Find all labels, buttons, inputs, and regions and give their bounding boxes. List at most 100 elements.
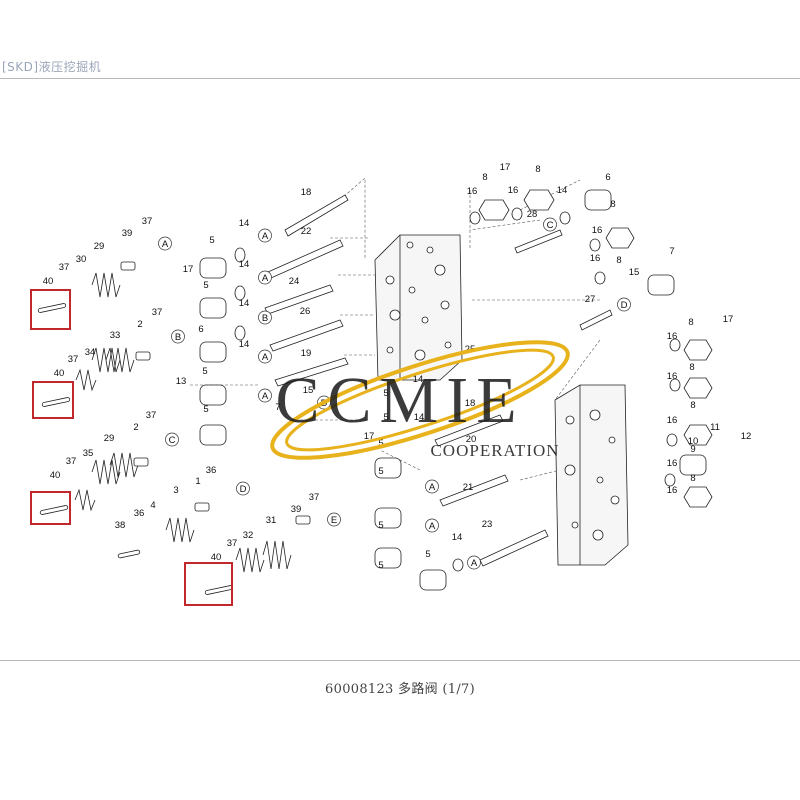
part-number-callout: 14 xyxy=(413,374,424,385)
bottom-rule xyxy=(0,660,800,661)
part-number-callout: 5 xyxy=(203,404,208,415)
section-callout: C xyxy=(547,220,554,231)
section-callout: C xyxy=(169,435,176,446)
highlight-box-part-40-d xyxy=(184,562,233,606)
part-number-callout: 16 xyxy=(667,371,678,382)
callout-circle xyxy=(258,310,272,325)
part-number-callout: 8 xyxy=(689,362,694,373)
part-number-callout: 7 xyxy=(275,402,280,413)
section-callout: A xyxy=(162,239,169,250)
section-callout: A xyxy=(471,558,478,569)
part-number-callout: 34 xyxy=(85,347,96,358)
part-number-callout: 17 xyxy=(183,264,194,275)
highlight-box-part-40-a xyxy=(30,289,71,330)
part-number-callout: 8 xyxy=(616,255,621,266)
section-callout: E xyxy=(331,515,337,526)
part-number-callout: 5 xyxy=(378,438,383,449)
part-number-callout: 30 xyxy=(76,254,87,265)
callout-circle xyxy=(158,236,172,251)
part-number-callout: 15 xyxy=(303,385,314,396)
part-number-callout: 17 xyxy=(500,162,511,173)
part-number-callout: 40 xyxy=(54,368,65,379)
part-number-callout: 23 xyxy=(482,519,493,530)
section-callout: D xyxy=(240,484,247,495)
part-number-callout: 18 xyxy=(301,187,312,198)
part-number-callout: 28 xyxy=(527,209,538,220)
part-number-callout: 14 xyxy=(557,185,568,196)
part-number-callout: 7 xyxy=(669,246,674,257)
part-number-callout: 32 xyxy=(243,530,254,541)
part-number-callout: 40 xyxy=(50,470,61,481)
part-number-callout: 12 xyxy=(741,431,752,442)
part-number-callout: 31 xyxy=(266,515,277,526)
part-number-callout: 8 xyxy=(610,199,615,210)
part-number-callout: 33 xyxy=(110,330,121,341)
diagram-caption: 60008123 多路阀 (1/7) xyxy=(325,682,475,697)
part-number-callout: 14 xyxy=(239,218,250,229)
part-number-callout: 22 xyxy=(301,226,312,237)
callout-circle xyxy=(425,518,439,533)
part-number-callout: 5 xyxy=(209,235,214,246)
part-number-callout: 8 xyxy=(690,473,695,484)
part-number-callout: 6 xyxy=(605,172,610,183)
part-number-callout: 39 xyxy=(291,504,302,515)
part-number-callout: 18 xyxy=(465,398,476,409)
part-number-callout: 40 xyxy=(211,552,222,563)
section-callout: A xyxy=(262,273,269,284)
part-number-callout: 9 xyxy=(690,444,695,455)
part-number-callout: 29 xyxy=(94,241,105,252)
part-number-callout: 8 xyxy=(482,172,487,183)
part-number-callout: 5 xyxy=(378,520,383,531)
callout-circle xyxy=(467,555,481,570)
watermark-main-text: CCMIE xyxy=(275,364,524,437)
part-number-callout: 16 xyxy=(590,253,601,264)
section-callout: B xyxy=(262,313,268,324)
section-callout: A xyxy=(262,231,269,242)
part-number-callout: 13 xyxy=(176,376,187,387)
callout-circle xyxy=(258,270,272,285)
part-number-callout: 36 xyxy=(206,465,217,476)
part-number-callout: 24 xyxy=(289,276,300,287)
part-number-callout: 8 xyxy=(535,164,540,175)
top-rule xyxy=(0,78,800,79)
part-number-callout: 10 xyxy=(688,436,699,447)
section-callout: D xyxy=(621,300,628,311)
section-callout: A xyxy=(262,352,269,363)
callout-circle xyxy=(171,329,185,344)
callout-circle xyxy=(236,481,250,496)
part-number-callout: 39 xyxy=(122,228,133,239)
part-number-callout: 17 xyxy=(723,314,734,325)
part-number-callout: 3 xyxy=(173,485,178,496)
part-number-callout: 26 xyxy=(300,306,311,317)
part-number-callout: 16 xyxy=(667,331,678,342)
part-number-callout: 14 xyxy=(239,298,250,309)
part-number-callout: 5 xyxy=(383,388,388,399)
part-number-callout: 37 xyxy=(227,538,238,549)
highlight-box-part-40-b xyxy=(32,381,74,419)
part-number-callout: 37 xyxy=(152,307,163,318)
part-number-callout: 37 xyxy=(146,410,157,421)
part-number-callout: 16 xyxy=(667,485,678,496)
part-number-callout: 5 xyxy=(202,366,207,377)
part-number-callout: 4 xyxy=(150,500,155,511)
part-number-callout: 16 xyxy=(592,225,603,236)
callout-circle xyxy=(258,388,272,403)
part-number-callout: 37 xyxy=(142,216,153,227)
part-number-callout: 36 xyxy=(134,508,145,519)
part-number-callout: 14 xyxy=(452,532,463,543)
part-number-callout: 37 xyxy=(59,262,70,273)
part-number-callout: 16 xyxy=(508,185,519,196)
part-number-callout: 2 xyxy=(133,422,138,433)
watermark-sub-text: COOPERATION xyxy=(430,441,559,460)
callout-circle xyxy=(327,512,341,527)
ccmie-watermark: CCMIE COOPERATION xyxy=(270,340,570,460)
part-number-callout: 2 xyxy=(137,319,142,330)
section-callout: A xyxy=(429,482,436,493)
part-number-callout: 29 xyxy=(104,433,115,444)
highlight-box-part-40-c xyxy=(30,491,71,525)
part-number-callout: 37 xyxy=(309,492,320,503)
part-number-callout: 16 xyxy=(667,458,678,469)
part-number-callout: 5 xyxy=(378,466,383,477)
part-number-callout: 8 xyxy=(690,400,695,411)
